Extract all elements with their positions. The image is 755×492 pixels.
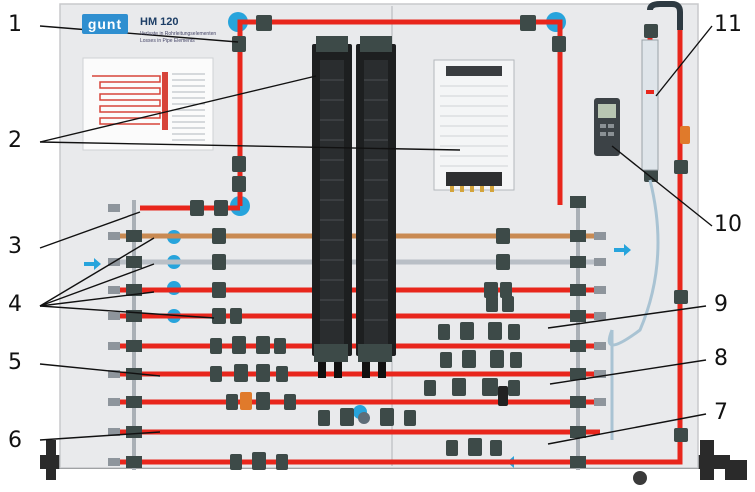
callout-11: 11 [714,12,742,37]
panel-subtitle-en: Losses in Pipe Elements [140,38,195,44]
panel-subtitle-de: Verluste in Rohrleitungselementen [140,31,217,37]
callout-2: 2 [8,128,22,153]
brand-logo: gunt [82,14,128,34]
callout-3: 3 [8,234,22,259]
callout-9: 9 [714,292,728,317]
panel-model: HM 120 [140,16,179,28]
tube-board [433,59,515,192]
callout-10: 10 [714,212,742,237]
manifold-valves [126,196,586,468]
leader-lines [39,25,713,445]
hose [607,179,660,347]
callout-7: 7 [714,400,728,425]
schematic-sheet [82,57,214,151]
flow-meter [641,39,659,171]
ball-valve-handles [358,386,508,424]
callout-1: 1 [8,12,22,37]
orange-valves [240,126,690,410]
manometer-columns [312,36,396,378]
digital-manometer [594,98,620,156]
callout-5: 5 [8,350,22,375]
callout-6: 6 [8,428,22,453]
manifolds [132,200,580,470]
pipe-fittings [190,15,688,470]
callout-4: 4 [8,292,22,317]
callout-8: 8 [714,346,728,371]
